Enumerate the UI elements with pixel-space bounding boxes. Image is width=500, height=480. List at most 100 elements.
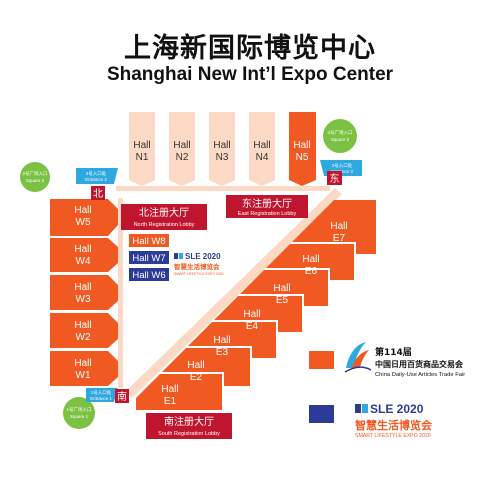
hall-w8-label: Hall W8 [132, 236, 165, 247]
hall-w1[interactable]: Hall W1 [50, 351, 118, 386]
hall-n1-label: Hall [133, 140, 150, 151]
hall-w3[interactable]: Hall W3 [50, 275, 118, 310]
hall-e3-number: E3 [216, 347, 229, 358]
entrance-3-cn: 3号入口处 [332, 162, 353, 169]
square-3-cn: 3号广场入口 [327, 129, 352, 136]
north-lobby-cn: 北注册大厅 [139, 206, 189, 219]
hall-e4[interactable]: Hall E4 [214, 296, 302, 332]
east-badge-text: 东 [330, 172, 340, 185]
hall-w4-number: W4 [76, 256, 91, 267]
hall-n4[interactable]: Hall N4 [249, 112, 275, 186]
south-badge-text: 南 [117, 390, 127, 403]
legend-fair-cn: 中国日用百货商品交易会 [375, 359, 463, 369]
hall-w1-number: W1 [76, 370, 91, 381]
hall-w5[interactable]: Hall W5 [50, 199, 118, 236]
hall-w7[interactable]: Hall W7 [129, 251, 169, 264]
entrance-3-en: Entrance 3 [331, 169, 353, 174]
hall-e1-label: Hall [161, 384, 178, 395]
sle-logo-center: SLE 2020 智慧生活博览会 SMART LIFESTYLE EXPO 20… [174, 252, 224, 276]
north-registration-lobby[interactable]: 北注册大厅 North Registration Lobby [121, 204, 207, 230]
sle-center-brand: SLE 2020 [185, 252, 221, 261]
hall-w8[interactable]: Hall W8 [129, 234, 169, 247]
hall-e7[interactable]: Hall E7 [292, 200, 376, 254]
hall-w3-label: Hall [74, 282, 91, 293]
legend-fair-session: 第114届 [375, 346, 412, 358]
hall-e3[interactable]: Hall E3 [188, 322, 276, 358]
hall-w4[interactable]: Hall W4 [50, 238, 118, 272]
hall-w5-label: Hall [74, 205, 91, 216]
legend-sle-brand: SLE 2020 [370, 402, 424, 416]
hall-e2-number: E2 [190, 372, 203, 383]
legend-sle-swatch [309, 405, 334, 423]
legend-fair: 第114届 中国日用百货商品交易会 China Daily-Use Articl… [309, 342, 465, 378]
hall-w2-number: W2 [76, 332, 91, 343]
hall-e5[interactable]: Hall E5 [240, 270, 328, 306]
hall-n5-label: Hall [293, 140, 310, 151]
square-1-cn: 1号广场入口 [66, 406, 91, 413]
hall-e2[interactable]: Hall E2 [162, 348, 250, 386]
square-2-en: Square 2 [26, 178, 45, 183]
square-2-cn: 2号广场入口 [22, 170, 47, 177]
hall-w2[interactable]: Hall W2 [50, 313, 118, 348]
south-registration-lobby[interactable]: 南注册大厅 South Registration Lobby [146, 413, 232, 439]
hall-e6-number: E6 [305, 266, 318, 277]
square-3[interactable]: 3号广场入口 Square 3 [323, 119, 357, 153]
hall-e3-label: Hall [213, 335, 230, 346]
hall-w6[interactable]: Hall W6 [129, 268, 169, 281]
east-corridor [125, 188, 342, 398]
north-badge-text: 北 [93, 188, 103, 200]
hall-e1-number: E1 [164, 396, 177, 407]
hall-n2-label: Hall [173, 140, 190, 151]
fair-logo-icon [344, 342, 372, 373]
hall-e7-label: Hall [330, 221, 347, 232]
hall-e7-number: E7 [333, 233, 346, 244]
east-lobby-badge[interactable]: 东 [327, 171, 342, 185]
sle-center-en: SMART LIFESTYLE EXPO 2020 [174, 272, 224, 276]
legend-sle-cn: 智慧生活博览会 [355, 418, 433, 432]
hall-w5-number: W5 [76, 217, 91, 228]
hall-n1[interactable]: Hall N1 [129, 112, 155, 186]
west-corridor [118, 198, 123, 388]
square-1-en: Square 1 [70, 414, 89, 419]
hall-w7-label: Hall W7 [132, 253, 165, 264]
entrance-1[interactable]: 1号入口处 Entrance 1 [86, 388, 118, 402]
east-lobby-en: East Registration Lobby [238, 211, 297, 217]
north-lobby-badge[interactable]: 北 [91, 186, 105, 200]
hall-n3-number: N3 [216, 152, 229, 163]
hall-w6-label: Hall W6 [132, 270, 165, 281]
hall-w2-label: Hall [74, 320, 91, 331]
legend-sle-en: SMART LIFESTYLE EXPO 2020 [355, 433, 431, 439]
sle-logo-icon [355, 404, 361, 413]
square-2[interactable]: 2号广场入口 Square 2 [20, 162, 50, 192]
hall-e1[interactable]: Hall E1 [136, 374, 222, 410]
square-3-en: Square 3 [331, 137, 350, 142]
east-lobby-cn: 东注册大厅 [242, 197, 292, 210]
hall-e6[interactable]: Hall E6 [266, 244, 354, 280]
legend-fair-en: China Daily-Use Articles Trade Fair [375, 372, 465, 378]
south-lobby-badge[interactable]: 南 [115, 389, 129, 403]
hall-e5-label: Hall [273, 283, 290, 294]
entrance-1-en: Entrance 1 [90, 396, 112, 401]
hall-n4-label: Hall [253, 140, 270, 151]
entrance-2-cn: 2号入口处 [86, 170, 107, 177]
hall-n5-number: N5 [296, 152, 309, 163]
south-lobby-cn: 南注册大厅 [164, 415, 214, 428]
east-registration-lobby[interactable]: 东注册大厅 East Registration Lobby [226, 195, 308, 218]
hall-n2-number: N2 [176, 152, 189, 163]
hall-n3[interactable]: Hall N3 [209, 112, 235, 186]
page-title-en: Shanghai New Int’l Expo Center [106, 64, 394, 85]
entrance-2[interactable]: 2号入口处 Entrance 2 [76, 168, 118, 184]
square-1[interactable]: 1号广场入口 Square 1 [63, 397, 95, 429]
hall-n4-number: N4 [256, 152, 269, 163]
hall-w4-label: Hall [74, 244, 91, 255]
legend-fair-swatch [309, 351, 334, 369]
entrance-1-cn: 1号入口处 [91, 389, 112, 396]
sle-center-cn: 智慧生活博览会 [174, 262, 220, 271]
hall-n2[interactable]: Hall N2 [169, 112, 195, 186]
hall-e4-number: E4 [246, 321, 259, 332]
hall-n1-number: N1 [136, 152, 149, 163]
hall-n5[interactable]: Hall N5 [289, 112, 316, 186]
hall-n3-label: Hall [213, 140, 230, 151]
hall-e6-label: Hall [302, 254, 319, 265]
